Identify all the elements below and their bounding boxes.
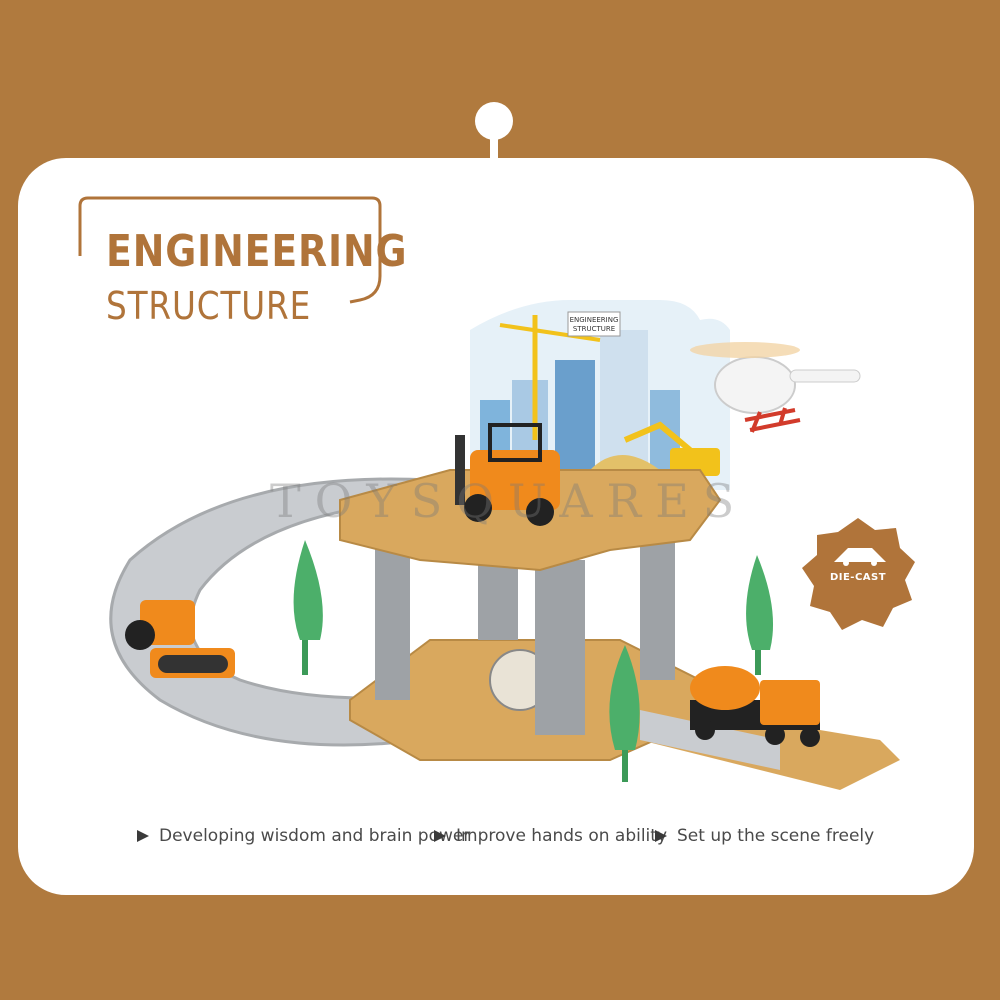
svg-text:STRUCTURE: STRUCTURE xyxy=(573,325,615,333)
backdrop-sign: ENGINEERING STRUCTURE xyxy=(470,300,730,490)
feature-item: Set up the scene freely xyxy=(655,826,874,846)
hang-stem xyxy=(490,130,498,165)
feature-item: Developing wisdom and brain power xyxy=(137,826,470,846)
feature-text: Set up the scene freely xyxy=(677,826,875,846)
die-cast-label: DIE-CAST xyxy=(829,572,887,583)
feature-text: Improve hands on ability xyxy=(456,826,668,846)
die-cast-badge xyxy=(802,518,915,630)
helicopter xyxy=(690,342,861,433)
feature-item: Improve hands on ability xyxy=(434,826,667,846)
bullet-icon xyxy=(434,830,446,842)
feature-text: Developing wisdom and brain power xyxy=(159,826,471,846)
pillars xyxy=(375,520,675,735)
road-roller xyxy=(125,600,235,678)
cement-truck xyxy=(690,666,820,747)
bullet-icon xyxy=(655,830,667,842)
forklift xyxy=(455,423,560,526)
svg-text:ENGINEERING: ENGINEERING xyxy=(570,316,619,324)
title-line2: STRUCTURE xyxy=(106,284,312,328)
trees xyxy=(293,540,774,782)
bullet-icon xyxy=(137,830,149,842)
title-frame xyxy=(78,196,382,304)
watermark-text: TOYSQUARES xyxy=(270,474,749,528)
